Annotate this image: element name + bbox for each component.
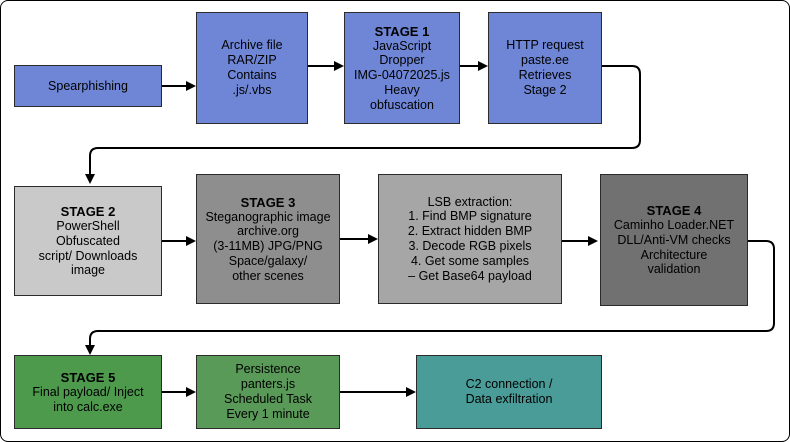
box-text-line: – Get Base64 payload (408, 268, 532, 283)
box-text-line: (3-11MB) JPG/PNG (213, 239, 323, 254)
box-text-line: Contains (227, 68, 277, 82)
box-text-line: HTTP request (506, 38, 584, 53)
box-text-line: Archive file (221, 38, 283, 53)
box-text-line: Scheduled Task (223, 392, 313, 406)
spearphishing-box: Spearphishing (14, 65, 162, 107)
box-text-line: JavaScript (372, 38, 432, 53)
box-text-line: panters.js (240, 377, 296, 392)
box-text-line: Every 1 minute (226, 406, 310, 421)
box-text-line: PowerShell (56, 218, 120, 233)
box-text-line: image (70, 263, 106, 278)
box-text-line: Final payload/ Inject (32, 384, 144, 399)
c2-connection-box: C2 connection /Data exfiltration (416, 355, 602, 429)
box-text-line: paste.ee (521, 53, 569, 68)
arrow-http-to-stage2 (85, 65, 641, 184)
box-text-line: Persistence (235, 362, 301, 377)
box-title: STAGE 4 (646, 202, 702, 218)
box-text-line: script/ Downloads (38, 248, 138, 263)
box-text-line: Heavy (384, 82, 420, 97)
box-text-line: Stage 2 (523, 82, 567, 97)
box-text-line: DLL/Anti-VM checks (617, 232, 731, 247)
box-text-line: .js/.vbs (232, 82, 272, 97)
box-text-line: Architecture (640, 247, 708, 262)
arrow-stage4-to-stage5 (85, 240, 775, 355)
box-text-line: Caminho Loader.NET (613, 217, 735, 232)
box-text-line: 1. Find BMP signature (408, 209, 532, 224)
box-text-line: Data exfiltration (465, 392, 553, 406)
box-text-line: archive.org (237, 224, 299, 239)
box-text-line: Dropper (379, 53, 425, 68)
box-text-line: obfuscation (370, 97, 434, 112)
box-text-line: IMG-04072025.js (354, 68, 450, 83)
box-text-line: Obfuscated (56, 233, 120, 248)
box-text-line: Retrieves (518, 68, 572, 82)
box-text-line: 2. Extract hidden BMP (407, 224, 533, 239)
box-title: STAGE 2 (60, 203, 116, 219)
box-title: STAGE 5 (60, 369, 116, 385)
box-text-line: Space/galaxy/ (228, 253, 308, 268)
box-title: STAGE 3 (240, 194, 296, 210)
box-text-line: 4. Get some samples (410, 253, 530, 268)
box-text-line: other scenes (232, 268, 304, 283)
box-text-line: validation (647, 262, 701, 277)
box-title: STAGE 1 (374, 23, 430, 39)
box-text-line: C2 connection / (465, 377, 553, 392)
box-text-line: Steganographic image (205, 209, 331, 224)
box-text-line: Spearphishing (48, 78, 128, 93)
box-text-line: into calc.exe (53, 399, 123, 414)
box-text-line: LSB extraction: (427, 194, 513, 209)
box-text-line: 3. Decode RGB pixels (408, 239, 532, 253)
box-text-line: RAR/ZIP (227, 53, 277, 68)
